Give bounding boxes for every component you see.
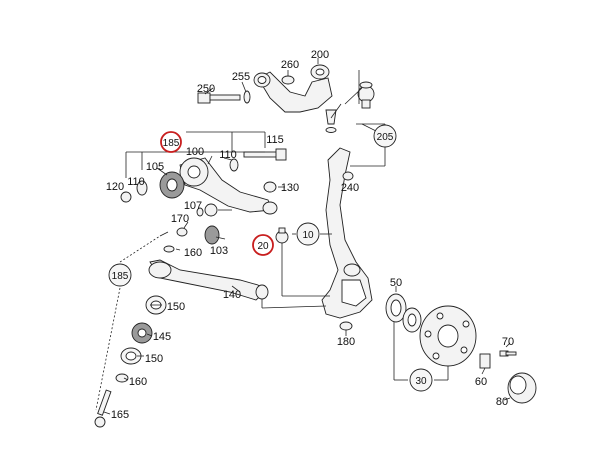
wheel-hub (419, 305, 477, 367)
washer-110-left (136, 180, 148, 196)
callout-185-side-text: 185 (112, 271, 129, 282)
label-255: 255 (232, 71, 250, 83)
washer-110-right (229, 158, 239, 172)
bushing-145 (131, 322, 153, 344)
grease-cap-80 (507, 372, 537, 404)
upper-control-arm (253, 64, 337, 133)
washer-160-bottom (115, 373, 129, 383)
bushing-103 (204, 225, 220, 245)
label-70: 70 (502, 336, 514, 348)
label-110-left: 110 (127, 176, 145, 188)
nut-120 (120, 191, 132, 203)
label-105: 105 (146, 161, 164, 173)
upper-arm-bolt-250 (197, 92, 241, 104)
nut-60 (479, 353, 491, 369)
label-130: 130 (281, 182, 299, 194)
nut-170 (176, 227, 188, 237)
nut-130 (263, 181, 277, 193)
label-170: 170 (171, 213, 189, 225)
callout-30: 30 (409, 368, 433, 392)
upper-arm-nut-260 (281, 75, 295, 85)
bearing-inner (402, 307, 422, 333)
label-165: 165 (111, 409, 129, 421)
bolt-115 (243, 148, 287, 161)
label-140: 140 (223, 289, 241, 301)
callout-185-top: 185 (160, 131, 182, 153)
label-115: 115 (266, 134, 284, 146)
bushing-107 (196, 203, 218, 217)
label-150-top: 150 (167, 301, 185, 313)
bushing-150-bottom (120, 347, 142, 365)
bushing-105 (159, 171, 185, 199)
label-100: 100 (186, 146, 204, 158)
nut-180 (339, 321, 353, 331)
callout-30-text: 30 (415, 376, 427, 387)
nut-240 (342, 171, 354, 181)
part-labels: 250 255 260 200 115 110 100 105 110 120 … (106, 49, 514, 421)
washer-160-top (163, 245, 175, 253)
label-60: 60 (475, 376, 487, 388)
label-150-bottom: 150 (145, 353, 163, 365)
upper-ball-joint (357, 81, 375, 109)
callout-20-text: 20 (257, 241, 269, 252)
ball-joint-20 (275, 227, 289, 252)
callout-20: 20 (252, 234, 274, 256)
label-200: 200 (311, 49, 329, 61)
leader-lines (95, 58, 511, 415)
label-50: 50 (390, 277, 402, 289)
label-110-right: 110 (219, 149, 237, 161)
label-260: 260 (281, 59, 299, 71)
label-160-top: 160 (184, 247, 202, 259)
label-145: 145 (153, 331, 171, 343)
bearing-50 (385, 293, 407, 323)
callout-205-text: 205 (377, 132, 394, 143)
label-250: 250 (197, 83, 215, 95)
label-240: 240 (341, 182, 359, 194)
screw-70 (499, 350, 517, 357)
callout-10: 10 (296, 222, 320, 246)
callout-185-side: 185 (108, 263, 132, 287)
label-80: 80 (496, 396, 508, 408)
callout-205: 205 (373, 124, 397, 148)
label-180: 180 (337, 336, 355, 348)
label-103: 103 (210, 245, 228, 257)
callout-10-text: 10 (302, 230, 314, 241)
lower-arm-140 (148, 259, 269, 308)
lower-control-arm-100 (179, 157, 278, 215)
label-107: 107 (184, 200, 202, 212)
callout-185-top-text: 185 (163, 138, 180, 149)
upper-arm-washer-255 (243, 90, 251, 104)
label-120: 120 (106, 181, 124, 193)
bolt-165 (94, 389, 112, 428)
label-160-bottom: 160 (129, 376, 147, 388)
